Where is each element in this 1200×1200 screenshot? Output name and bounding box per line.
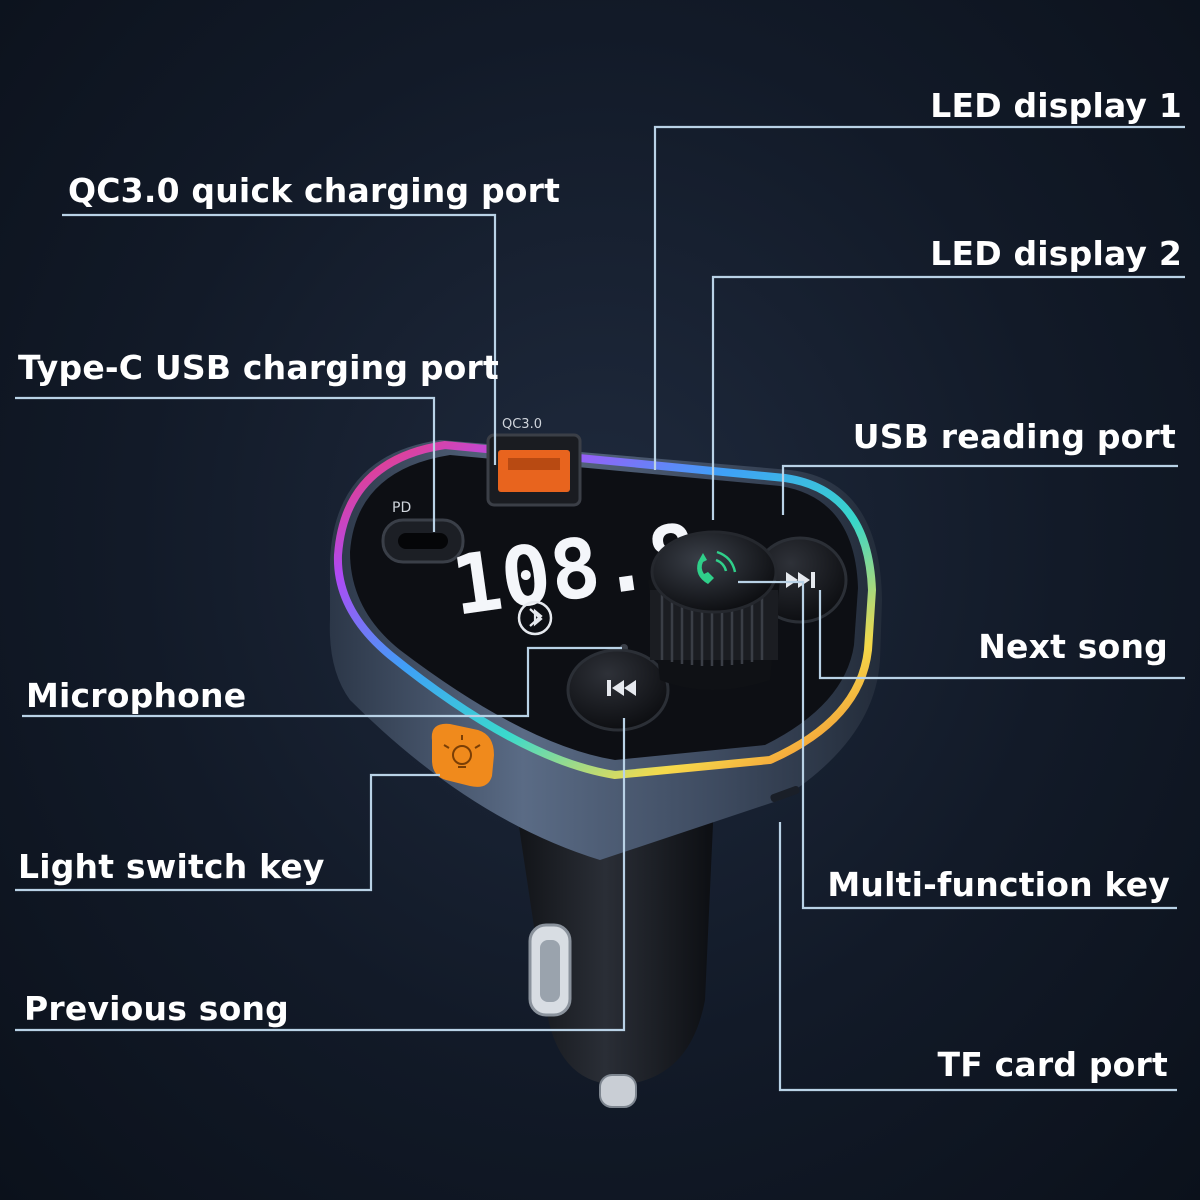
previous-song-button[interactable]: [566, 648, 670, 732]
multi-function-knob[interactable]: [648, 530, 780, 690]
previous-track-icon: [607, 680, 636, 696]
callout-type-c-port: Type-C USB charging port: [18, 348, 499, 387]
callout-light-switch-key: Light switch key: [18, 847, 325, 886]
callout-microphone: Microphone: [26, 676, 247, 715]
port-label-qc: QC3.0: [502, 417, 542, 432]
callout-led-display-2: LED display 2: [930, 234, 1182, 273]
callout-multi-function-key: Multi-function key: [827, 865, 1170, 904]
callout-tf-card-port: TF card port: [937, 1045, 1168, 1084]
callout-qc30-port: QC3.0 quick charging port: [68, 171, 561, 210]
callout-usb-reading-port: USB reading port: [852, 417, 1176, 456]
callout-leaders: [15, 125, 1185, 1092]
bluetooth-icon: [517, 600, 553, 636]
light-switch-key[interactable]: [431, 723, 494, 787]
type-c-port[interactable]: [381, 518, 465, 564]
qc30-usb-port[interactable]: [486, 433, 582, 507]
phone-call-icon: [697, 550, 737, 584]
tf-card-slot[interactable]: [770, 785, 801, 803]
callout-previous-song: Previous song: [24, 989, 289, 1028]
callout-led-display-1: LED display 1: [930, 86, 1182, 125]
callout-next-song: Next song: [978, 627, 1168, 666]
light-bulb-icon: [443, 735, 481, 768]
car-plug: [515, 780, 715, 1108]
port-label-pd: PD: [392, 500, 411, 516]
